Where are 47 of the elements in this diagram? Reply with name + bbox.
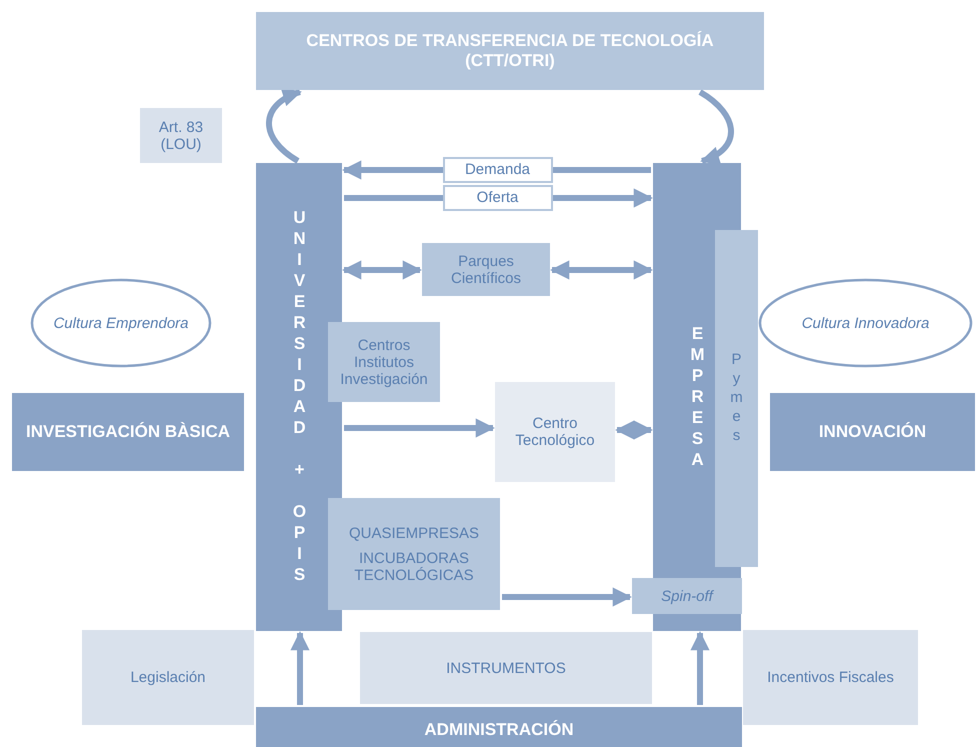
vertical-bar (256, 163, 342, 631)
box-label: UNIVERSIDAD + OPIS (289, 208, 309, 586)
edge-label: Demanda (442, 157, 552, 183)
arrow (344, 418, 495, 438)
process-box (12, 393, 244, 471)
header-box (256, 12, 764, 90)
process-box (495, 382, 615, 482)
box-label: Cultura Innovadora (802, 314, 930, 332)
arrow (502, 587, 632, 607)
box-label: EMPRESA (687, 324, 707, 470)
box-label: Parques Científicos (450, 252, 522, 286)
process-box (770, 393, 975, 471)
arrow (266, 89, 302, 164)
process-box (328, 498, 500, 610)
process-box (360, 632, 652, 704)
process-box (422, 243, 550, 296)
box-label: Centro Tecnológico (514, 415, 596, 449)
box-label: INCUBADORAS TECNOLÓGICAS (353, 550, 475, 584)
box-label: INNOVACIÓN (818, 422, 926, 442)
box-label: Pymes (728, 351, 745, 446)
arrow (290, 631, 310, 705)
box-label: Cultura Emprendora (53, 314, 189, 332)
process-box (82, 630, 254, 725)
process-box (328, 322, 440, 402)
ellipse-node (30, 278, 212, 368)
box-label: ADMINISTRACIÓN (424, 720, 574, 740)
box-label: Art. 83 (LOU) (158, 118, 204, 152)
arrow (615, 420, 653, 440)
arrow (690, 631, 710, 705)
ellipse-node (758, 278, 973, 368)
box-label: Incentivos Fiscales (767, 669, 894, 686)
box-label: Centros Institutos Investigación (339, 336, 429, 388)
box-label: Legislación (130, 669, 206, 686)
box-label: Spin-off (661, 588, 713, 604)
arrow (342, 260, 422, 280)
process-box (256, 707, 742, 747)
process-box (743, 630, 918, 725)
box-label: INVESTIGACIÓN BÀSICA (26, 422, 230, 442)
box-label: INSTRUMENTOS (446, 660, 566, 676)
arrow (698, 89, 734, 164)
note-box (140, 108, 222, 163)
box-label: CENTROS DE TRANSFERENCIA DE TECNOLOGÍA (CTT/OTRI) (305, 31, 715, 71)
box-label: QUASIEMPRESAS (348, 524, 480, 542)
vertical-bar (715, 230, 758, 567)
process-box (632, 578, 742, 614)
arrow (550, 260, 653, 280)
edge-label: Oferta (442, 185, 552, 211)
